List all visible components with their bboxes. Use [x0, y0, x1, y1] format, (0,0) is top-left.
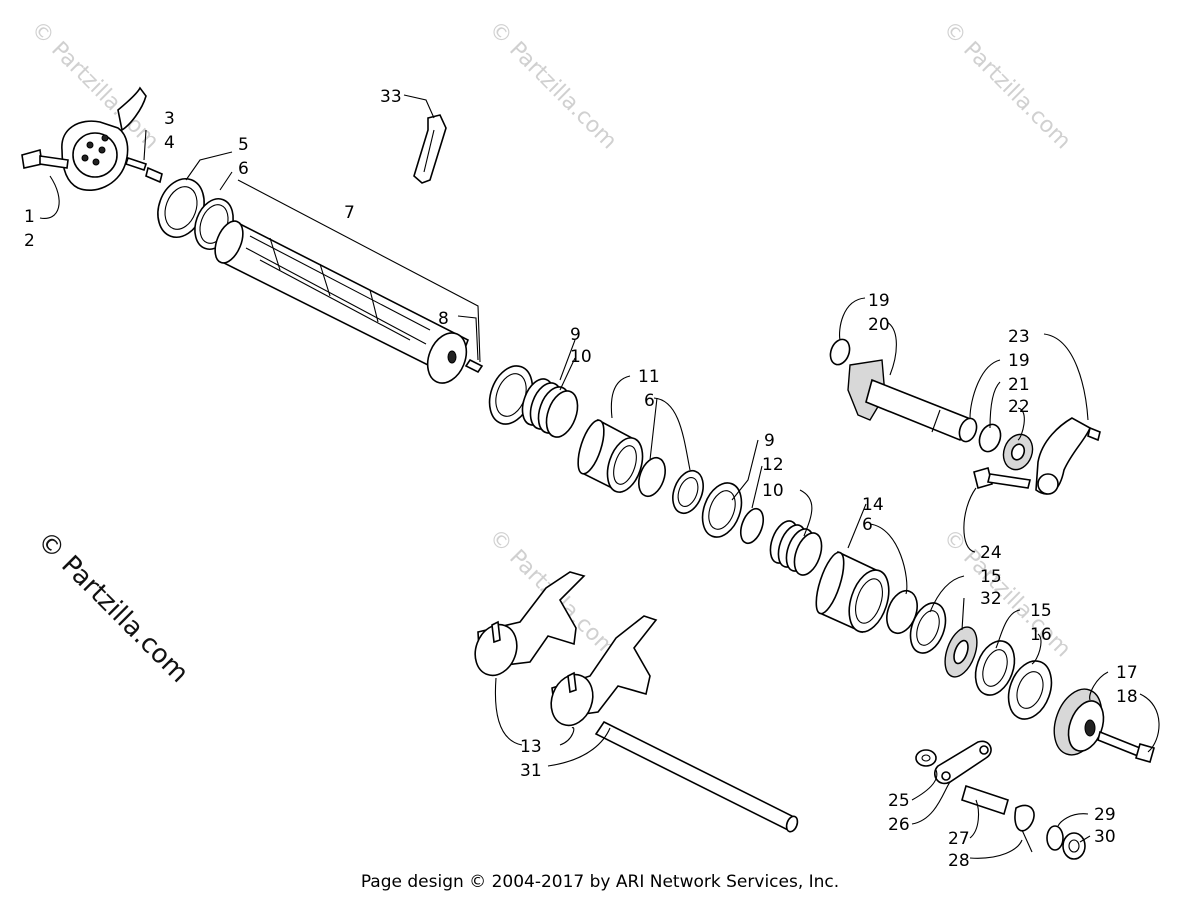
bolt-24	[973, 467, 993, 489]
callout-5: 5	[238, 135, 249, 155]
callout-25: 25	[888, 791, 910, 811]
washer-9-b	[701, 482, 743, 538]
spring-10-b	[769, 520, 823, 576]
callout-13: 13	[520, 737, 542, 757]
leader-lines	[39, 94, 1160, 859]
callout-4: 4	[164, 133, 175, 153]
callout-33: 33	[380, 87, 402, 107]
callout-9-a: 9	[570, 325, 581, 345]
callout-19-b: 19	[1008, 351, 1030, 371]
washer-29	[1046, 825, 1064, 851]
spring-10-a	[521, 378, 579, 438]
callout-11: 11	[638, 367, 660, 387]
callout-17: 17	[1116, 663, 1138, 683]
shift-shaft-20	[829, 338, 970, 442]
callout-16: 16	[1030, 625, 1052, 645]
nut-30	[1062, 832, 1086, 860]
callout-10-a: 10	[570, 347, 592, 367]
callout-20: 20	[868, 315, 890, 335]
callout-9-b: 9	[764, 431, 775, 451]
spring-28	[1014, 804, 1035, 832]
callout-24: 24	[980, 543, 1002, 563]
washer-21	[978, 423, 1002, 453]
callout-14: 14	[862, 495, 884, 515]
pin-8	[464, 358, 484, 374]
sleeve-14	[815, 550, 890, 634]
callout-21: 21	[1008, 375, 1030, 395]
callout-19-a: 19	[868, 291, 890, 311]
shift-arm-23	[1035, 417, 1101, 495]
callout-12: 12	[762, 455, 784, 475]
bolt-27	[961, 784, 1009, 816]
callout-15-b: 15	[1030, 601, 1052, 621]
callout-30: 30	[1094, 827, 1116, 847]
callout-3: 3	[164, 109, 175, 129]
callout-23: 23	[1008, 327, 1030, 347]
watermark-top-right: © Partzilla.com	[938, 17, 1076, 155]
bolt-18	[1097, 730, 1141, 758]
clip-12	[739, 507, 765, 545]
callout-15-a: 15	[980, 567, 1002, 587]
shift-drum	[214, 220, 469, 384]
callout-32: 32	[980, 589, 1002, 609]
callout-1: 1	[24, 207, 35, 227]
detent-plunger	[124, 156, 163, 184]
callout-8: 8	[438, 309, 449, 329]
washer-6-b	[672, 469, 704, 515]
circlip-6-b	[638, 456, 666, 498]
watermark-left-dark: © Partzilla.com	[31, 526, 194, 689]
callout-31: 31	[520, 761, 542, 781]
sleeve-11	[577, 418, 644, 494]
callout-7: 7	[344, 203, 355, 223]
callout-labels: 1 2 3 4 5 6 7 8 9 10 11 6 9 12 10 14 6 1…	[24, 87, 1138, 871]
shift-cam-cover	[21, 86, 147, 192]
washer-25	[915, 749, 937, 767]
watermark-top-center: © Partzilla.com	[484, 17, 622, 155]
shift-fork-13-b	[550, 615, 658, 727]
circlip-19	[958, 417, 978, 443]
callout-26: 26	[888, 815, 910, 835]
callout-22: 22	[1008, 397, 1030, 417]
callout-28: 28	[948, 851, 970, 871]
washer-15-b	[974, 640, 1016, 696]
callout-27: 27	[948, 829, 970, 849]
page-footer: Page design © 2004-2017 by ARI Network S…	[360, 872, 840, 892]
callout-29: 29	[1094, 805, 1116, 825]
callout-18: 18	[1116, 687, 1138, 707]
callout-2: 2	[24, 231, 35, 251]
callout-6-b: 6	[644, 391, 655, 411]
callout-6-c: 6	[862, 515, 873, 535]
callout-10-b: 10	[762, 481, 784, 501]
washer-15-a	[909, 602, 947, 654]
shift-gear-17	[1053, 688, 1105, 756]
shift-fork-13-a	[474, 571, 586, 677]
callout-6-top: 6	[238, 159, 249, 179]
fork-shaft-31	[594, 720, 798, 832]
